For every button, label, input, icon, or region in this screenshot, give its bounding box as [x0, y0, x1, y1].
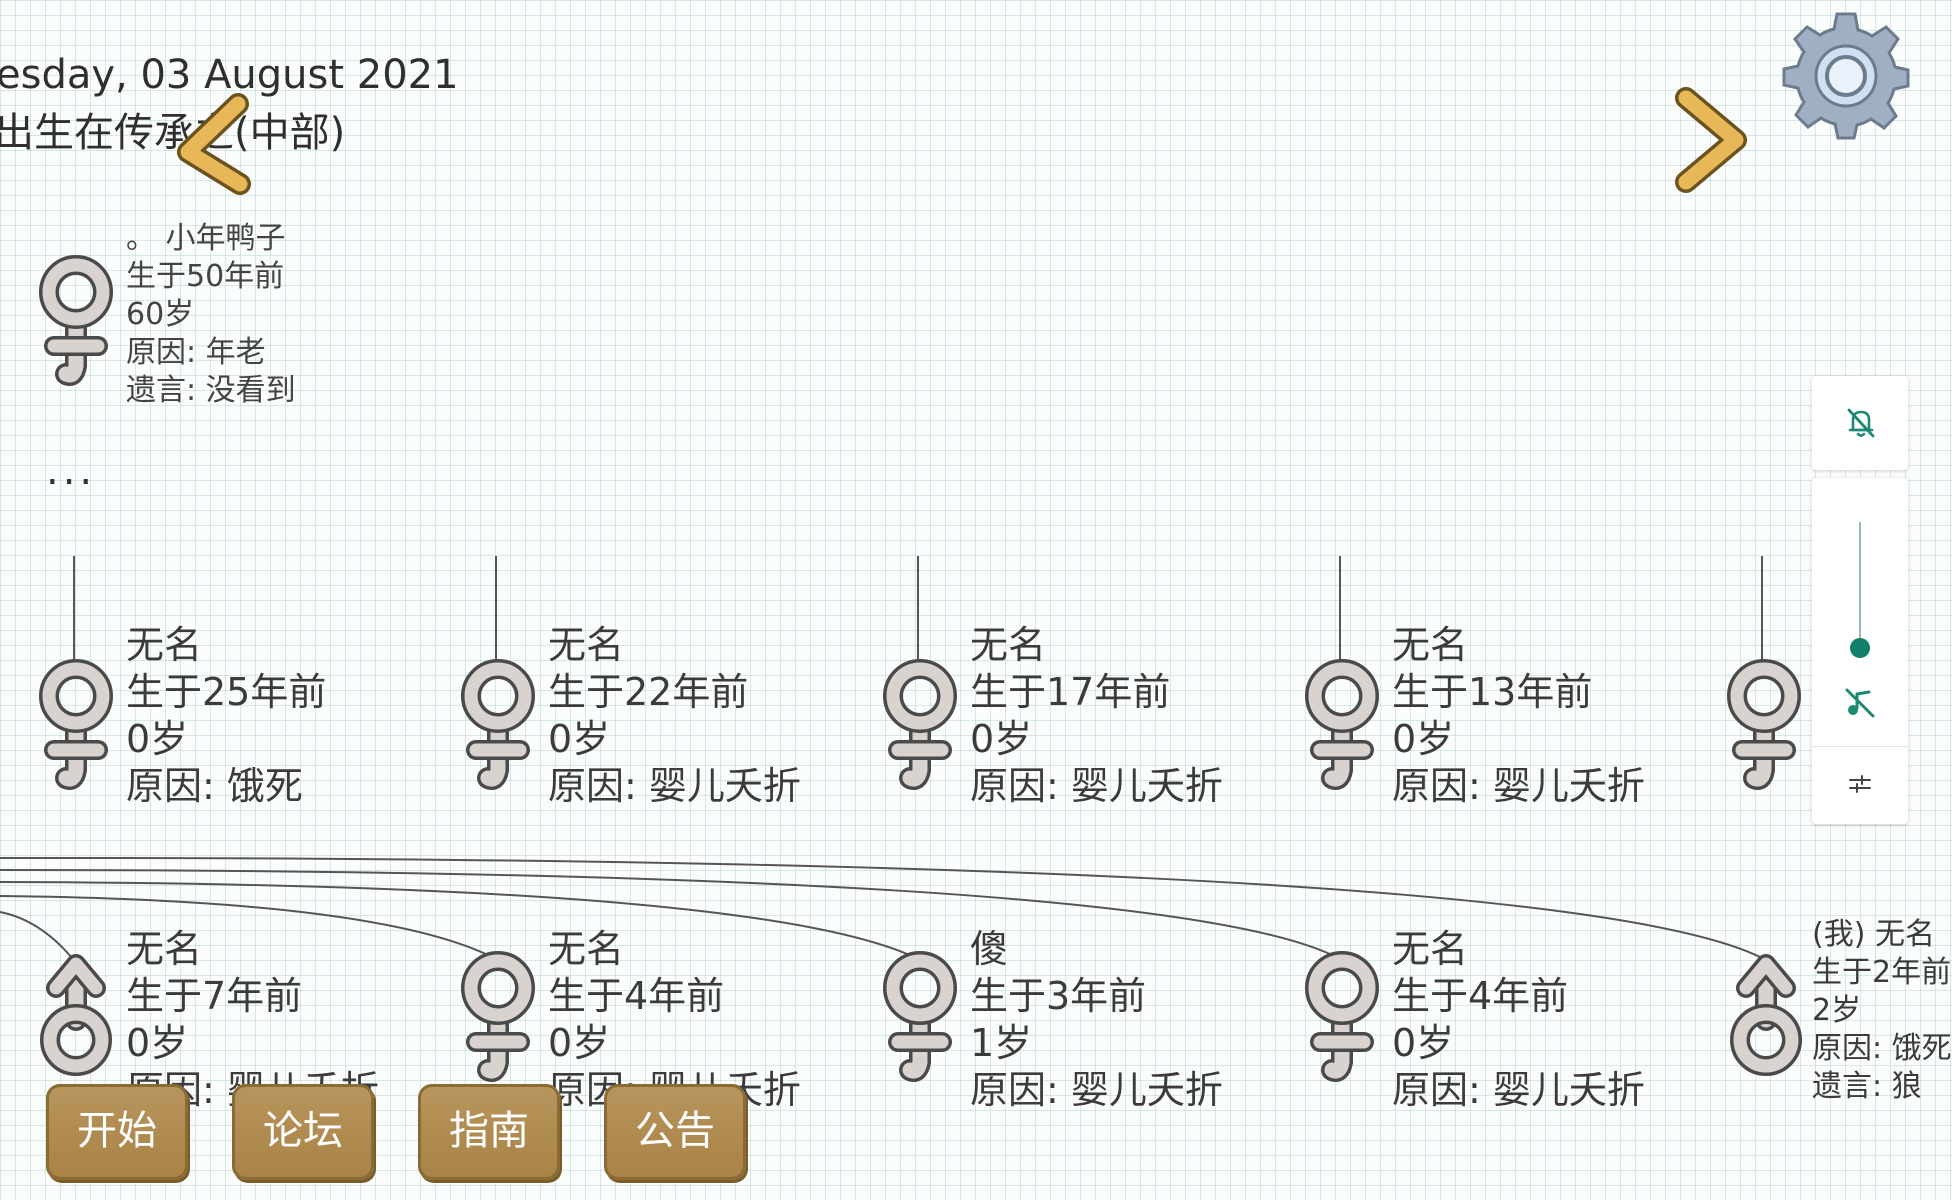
person-name: 无名	[1392, 927, 1469, 971]
player-card[interactable]: (我) 无名 生于2年前 2岁 原因: 饿死 遗言: 狼	[1722, 916, 1952, 1106]
female-icon	[39, 659, 113, 790]
person-cause: 原因: 婴儿夭折	[1392, 764, 1645, 808]
volume-slider-thumb[interactable]	[1850, 638, 1870, 658]
player-name: (我) 无名	[1812, 917, 1935, 952]
person-born: 生于13年前	[1392, 670, 1593, 714]
person-born: 生于17年前	[970, 670, 1171, 714]
person-cause: 原因: 婴儿夭折	[1392, 1068, 1645, 1112]
volume-panel	[1812, 478, 1908, 824]
person-name: 无名	[548, 927, 625, 971]
female-icon	[883, 951, 957, 1082]
person-cause: 原因: 婴儿夭折	[548, 764, 801, 808]
male-icon	[40, 954, 112, 1076]
person-age: 0岁	[126, 717, 189, 761]
person-card[interactable]: 无名 生于17年前 0岁 原因: 婴儿夭折	[878, 556, 1278, 816]
music-off-icon[interactable]	[1843, 686, 1877, 720]
female-icon	[1727, 659, 1801, 790]
person-born: 生于3年前	[970, 974, 1147, 1018]
person-age: 0岁	[1392, 717, 1455, 761]
female-icon	[39, 255, 113, 386]
person-age: 0岁	[1392, 1021, 1455, 1065]
male-icon	[1730, 954, 1802, 1076]
forum-button[interactable]: 论坛	[232, 1084, 374, 1180]
guide-button[interactable]: 指南	[418, 1084, 560, 1180]
person-age: 0岁	[548, 717, 611, 761]
person-cause: 原因: 婴儿夭折	[970, 1068, 1223, 1112]
chevron-right-icon[interactable]	[1666, 84, 1756, 196]
female-icon	[461, 951, 535, 1082]
person-card[interactable]: 无名 生于13年前 0岁 原因: 婴儿夭折	[1300, 556, 1700, 816]
ancestor-last-words: 遗言: 没看到	[126, 373, 296, 408]
ancestor-name: 小年鸭子	[165, 221, 286, 256]
current-date: esday, 03 August 2021	[0, 52, 459, 98]
ancestor-age: 60岁	[126, 297, 195, 332]
person-card[interactable]: 傻 生于3年前 1岁 原因: 婴儿夭折	[878, 920, 1278, 1112]
ancestor-info: 。 小年鸭子 生于50年前 60岁 原因: 年老 遗言: 没看到	[126, 220, 296, 410]
person-born: 生于7年前	[126, 974, 303, 1018]
person-cause: 原因: 饿死	[126, 764, 303, 808]
bell-off-icon	[1847, 408, 1875, 438]
lineage-connectors	[0, 856, 1763, 959]
start-button[interactable]: 开始	[46, 1084, 188, 1180]
female-icon	[883, 659, 957, 790]
person-name: 无名	[1392, 623, 1469, 667]
person-born: 生于25年前	[126, 670, 327, 714]
ancestor-marker: 。	[126, 221, 156, 256]
ancestor-born: 生于50年前	[126, 259, 285, 294]
person-age: 0岁	[126, 1021, 189, 1065]
notification-toggle[interactable]	[1812, 376, 1908, 470]
birthplace-label: 出生在传承之(中部)	[0, 110, 346, 156]
person-born: 生于4年前	[1392, 974, 1569, 1018]
chevron-left-icon[interactable]	[168, 92, 258, 196]
player-last-words: 遗言: 狼	[1812, 1069, 1922, 1104]
person-name: 无名	[548, 623, 625, 667]
person-name: 无名	[126, 927, 203, 971]
more-ancestors[interactable]: ...	[46, 448, 97, 494]
person-name: 无名	[126, 623, 203, 667]
ancestor-cause: 原因: 年老	[126, 335, 266, 370]
person-age: 1岁	[970, 1021, 1033, 1065]
sliders-icon[interactable]	[1847, 772, 1873, 796]
notice-button[interactable]: 公告	[604, 1084, 746, 1180]
female-icon	[461, 659, 535, 790]
player-age: 2岁	[1812, 993, 1862, 1028]
person-born: 生于22年前	[548, 670, 749, 714]
person-cause: 原因: 婴儿夭折	[970, 764, 1223, 808]
person-card[interactable]: 无名 生于25年前 0岁 原因: 饿死	[34, 556, 434, 816]
player-born: 生于2年前	[1812, 955, 1952, 990]
person-card[interactable]	[1722, 556, 1812, 816]
person-age: 0岁	[970, 717, 1033, 761]
volume-slider-track[interactable]	[1859, 522, 1861, 652]
person-card[interactable]: 无名 生于22年前 0岁 原因: 婴儿夭折	[456, 556, 856, 816]
female-icon	[1305, 951, 1379, 1082]
person-born: 生于4年前	[548, 974, 725, 1018]
person-name: 无名	[970, 623, 1047, 667]
person-age: 0岁	[548, 1021, 611, 1065]
person-name: 傻	[970, 927, 1009, 971]
person-card[interactable]: 无名 生于4年前 0岁 原因: 婴儿夭折	[1300, 920, 1700, 1112]
gear-icon[interactable]	[1780, 10, 1912, 142]
female-icon	[1305, 659, 1379, 790]
person-card[interactable]: 无名 生于7年前 0岁 原因: 婴儿夭折	[34, 920, 434, 1112]
person-card[interactable]: 无名 生于4年前 0岁 原因: 婴儿夭折	[456, 920, 856, 1112]
player-cause: 原因: 饿死	[1812, 1031, 1952, 1066]
